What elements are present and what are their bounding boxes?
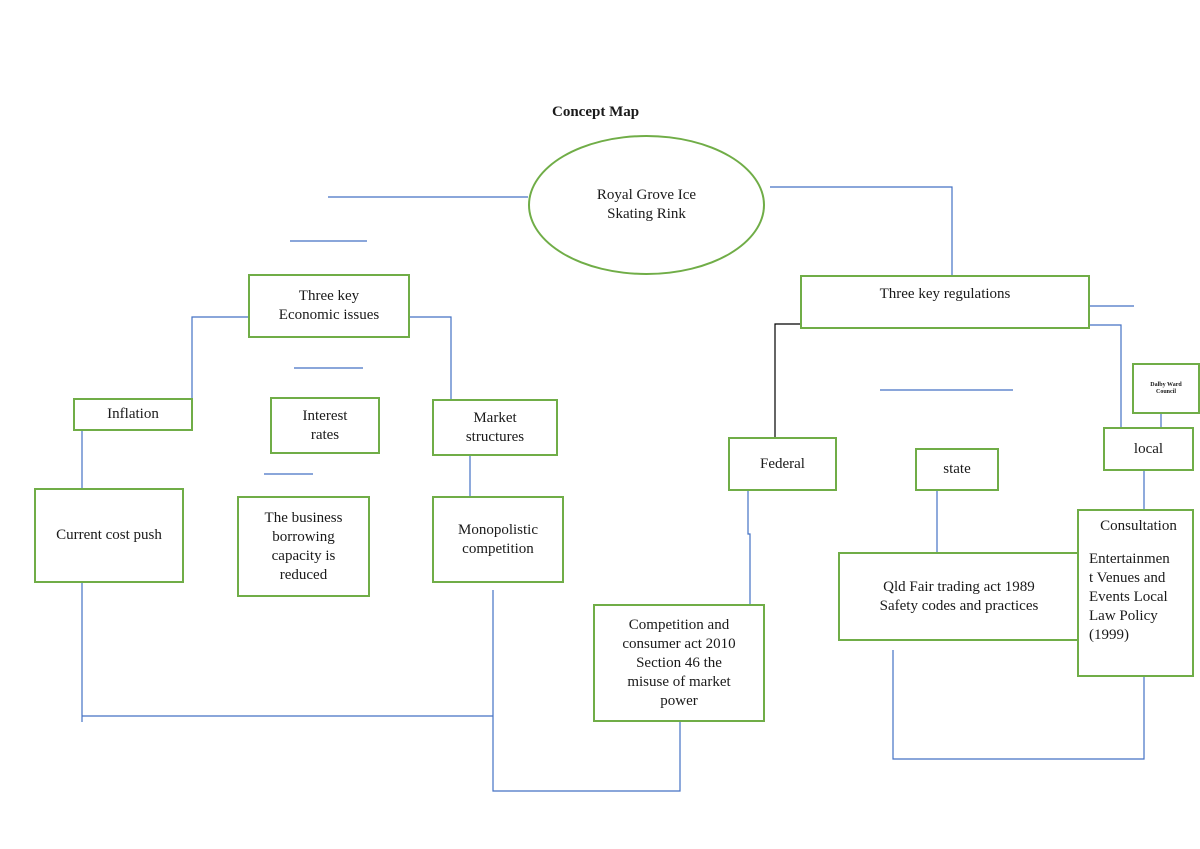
borrowing-capacity-node: The business borrowing capacity is reduc… (237, 496, 370, 597)
regulations-node: Three key regulations (800, 275, 1090, 329)
connector-line (892, 650, 1145, 760)
economic-issues-node: Three key Economic issues (248, 274, 410, 338)
inflation-node: Inflation (73, 398, 193, 431)
page-title: Concept Map (552, 104, 640, 120)
connector-line (410, 316, 452, 399)
connector-line (1090, 324, 1122, 428)
consultation-body: Entertainmen t Venues and Events Local L… (1089, 551, 1170, 643)
connector-line-federal (774, 323, 801, 438)
competition-act-node: Competition and consumer act 2010 Sectio… (593, 604, 765, 722)
connector-line (191, 316, 249, 399)
cost-push-node: Current cost push (34, 488, 184, 583)
council-node: Dalby Ward Council (1132, 363, 1200, 414)
market-structures-node: Market structures (432, 399, 558, 456)
state-node: state (915, 448, 999, 491)
local-node: local (1103, 427, 1194, 471)
center-topic-node: Royal Grove Ice Skating Rink (528, 135, 765, 275)
federal-node: Federal (728, 437, 837, 491)
consultation-title: Consultation (1100, 518, 1177, 534)
connector-line (747, 490, 751, 605)
interest-rates-node: Interest rates (270, 397, 380, 454)
connector-line (492, 590, 681, 792)
connector-line (770, 186, 953, 276)
consultation-node: Consultation Entertainmen t Venues and E… (1077, 509, 1194, 677)
monopolistic-node: Monopolistic competition (432, 496, 564, 583)
qld-fair-trading-node: Qld Fair trading act 1989 Safety codes a… (838, 552, 1080, 641)
